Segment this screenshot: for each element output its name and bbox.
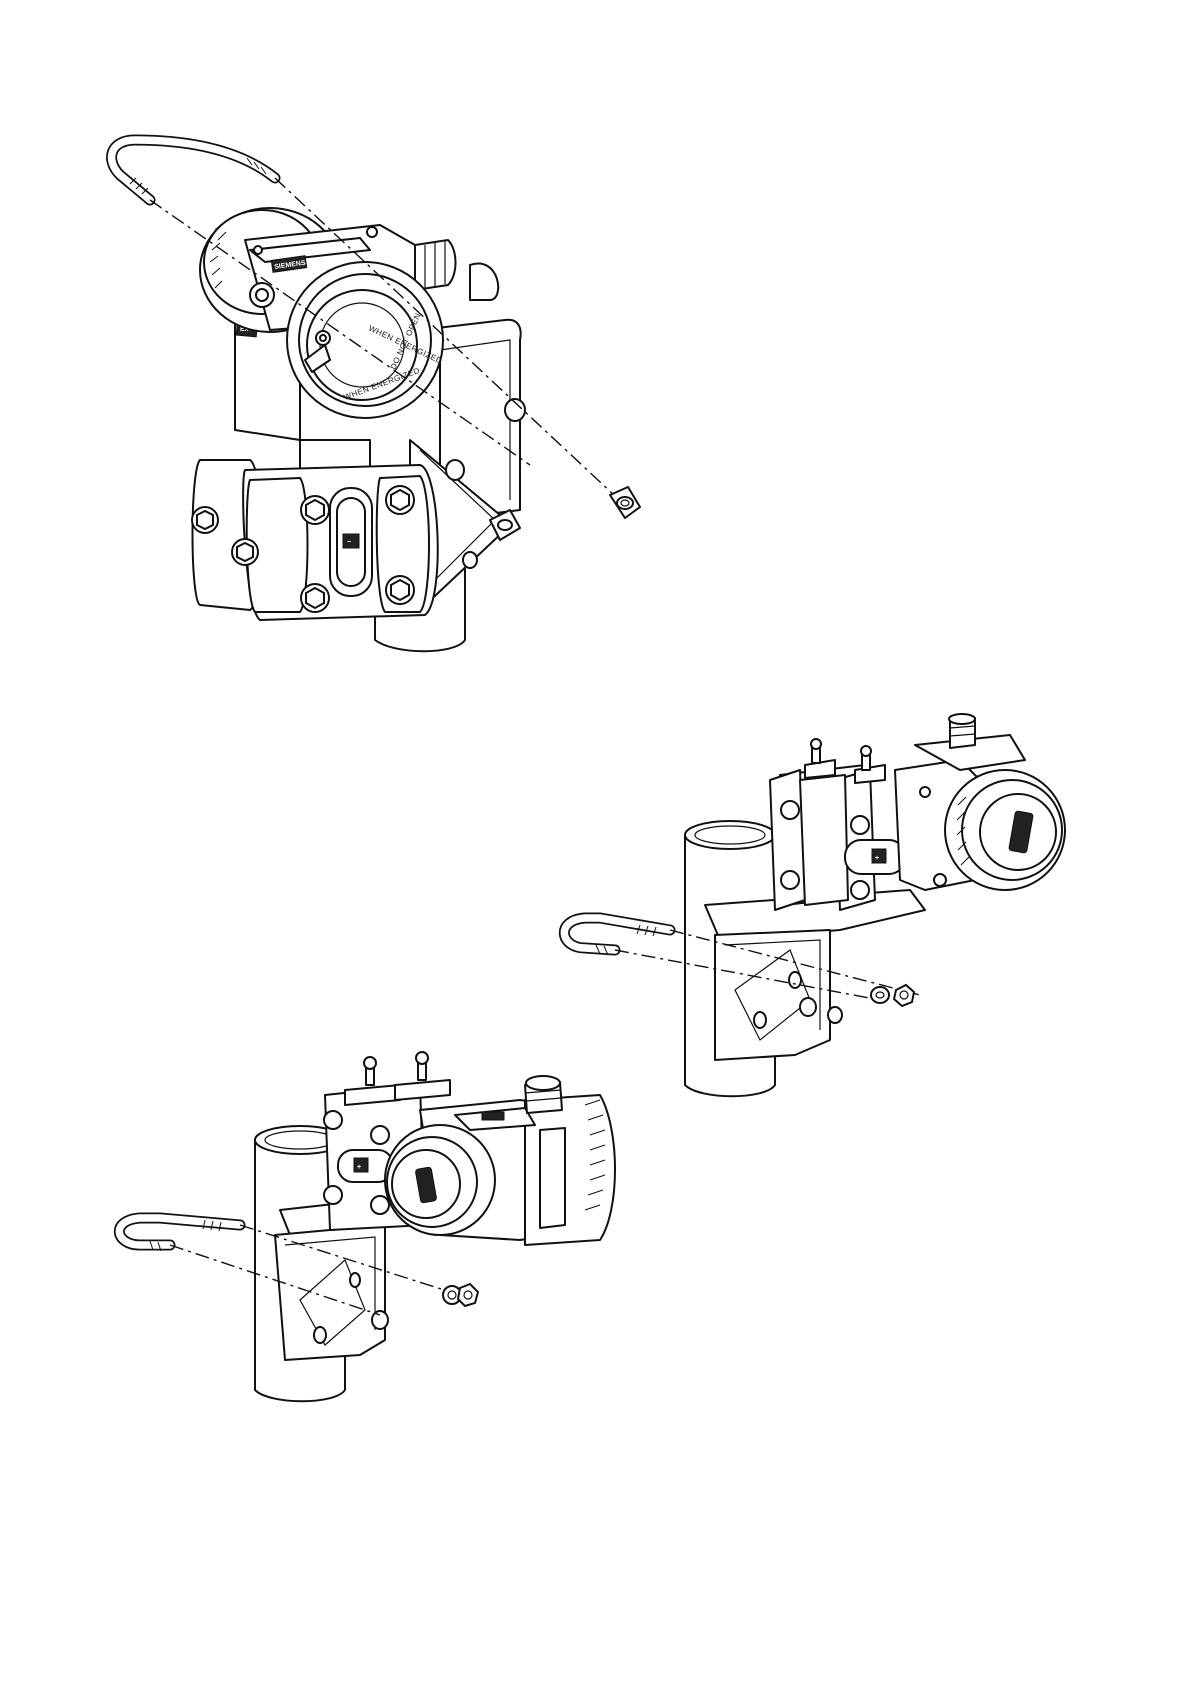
plus-marker: +: [357, 1164, 361, 1171]
cable-gland: [415, 240, 456, 290]
view-horizontal-mount-left: +: [119, 1052, 615, 1401]
pressure-cell: +: [770, 739, 905, 910]
minus-marker: −: [347, 539, 351, 546]
view-horizontal-mount-right: +: [564, 714, 1065, 1096]
mounting-bracket: [705, 890, 925, 1060]
sensor-neck: [300, 440, 370, 470]
pressure-cell: −: [192, 460, 438, 620]
u-bolt: [119, 1218, 240, 1251]
plus-marker: +: [875, 855, 879, 862]
u-bolt: [564, 918, 670, 955]
electronics-cover: WHEN ENERGIZED DO NOT OPEN WHEN ENERGIZE…: [287, 262, 444, 418]
u-bolt: [112, 140, 275, 200]
nut-and-washer: [443, 1284, 478, 1306]
transmitter-housing: [895, 714, 1065, 890]
view-vertical-pipe-mount: Ex SIEMENS WHEN ENERGIZED DO NO: [112, 140, 640, 651]
